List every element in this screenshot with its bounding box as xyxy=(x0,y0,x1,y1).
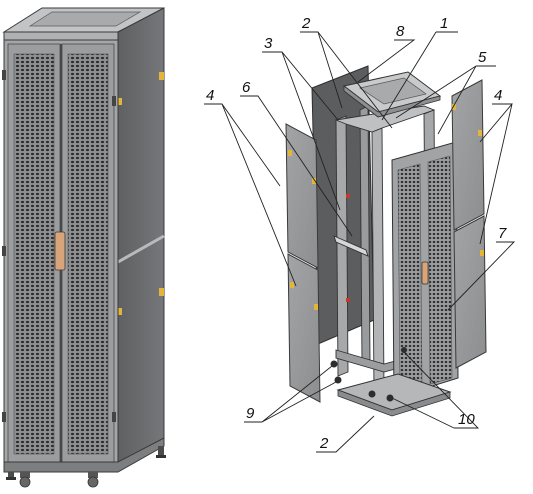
frame-rear-upright xyxy=(359,105,371,365)
side-latch-front-lower xyxy=(118,308,122,315)
callout-2-bottom: 2 xyxy=(319,435,329,452)
callout-7: 7 xyxy=(498,225,507,242)
leader-10 xyxy=(391,351,480,429)
base-cable-hole-3 xyxy=(401,347,407,353)
leader-2-bottom xyxy=(316,415,375,453)
hinge-right-top xyxy=(112,96,116,106)
callout-1: 1 xyxy=(440,15,448,32)
caster-front-right xyxy=(87,472,99,488)
leveling-foot-front-left xyxy=(6,472,16,480)
front-door-mesh-right xyxy=(427,155,453,385)
leveling-foot-rear-right xyxy=(156,446,166,458)
hinge-bottom xyxy=(2,412,6,422)
leader-4-right xyxy=(479,103,513,245)
callout-6: 6 xyxy=(242,79,251,96)
exploded-view xyxy=(285,65,487,417)
front-door-handle xyxy=(421,261,429,285)
leader-9 xyxy=(244,365,337,423)
left-panel-latch-2 xyxy=(312,178,316,184)
callout-10: 10 xyxy=(458,411,475,428)
top-cover-rim xyxy=(343,85,441,118)
frame-mounting-hole-2 xyxy=(346,298,350,302)
leader-8 xyxy=(357,39,416,83)
frame-mounting-hole xyxy=(346,194,350,198)
callout-5: 5 xyxy=(478,49,487,66)
callout-4-right: 4 xyxy=(494,87,502,104)
cabinet-top-front-lip xyxy=(3,31,119,41)
left-side-panel-upper xyxy=(285,123,319,269)
left-panel-latch-3 xyxy=(290,282,294,288)
right-side-panel-upper xyxy=(451,79,485,231)
left-side-panel-lower xyxy=(287,253,321,403)
leader-6 xyxy=(240,95,353,237)
callout-2-top: 2 xyxy=(301,15,311,32)
callout-labels: 1 2 3 8 5 4 6 4 7 9 10 2 xyxy=(206,15,507,452)
caster-front-left xyxy=(19,472,31,488)
base-cable-hole-2 xyxy=(386,394,394,402)
cabinet-top-vent xyxy=(28,11,142,27)
door-leaf-left-mesh xyxy=(13,53,55,455)
base-plinth-rim xyxy=(337,389,451,417)
leader-2-top xyxy=(300,31,393,129)
top-cover-vent xyxy=(359,77,427,105)
side-latch-upper xyxy=(159,72,164,80)
assembled-cabinet xyxy=(2,7,166,488)
frame-left-upright xyxy=(335,115,349,377)
cabinet-side-panel xyxy=(117,7,165,467)
right-panel-latch-3 xyxy=(480,250,484,256)
right-panel-latch-2 xyxy=(478,130,482,136)
leader-1 xyxy=(381,31,458,121)
callout-3: 3 xyxy=(264,35,273,52)
frame-front-upright xyxy=(371,127,385,395)
right-side-panel-lower xyxy=(453,215,487,369)
hinge-middle xyxy=(2,246,6,256)
front-door-mesh-left xyxy=(397,163,423,391)
leader-3 xyxy=(262,51,341,211)
callout-4-left: 4 xyxy=(206,87,214,104)
frame-cross-bar xyxy=(333,235,369,257)
base-cable-hole-1 xyxy=(368,390,376,398)
right-panel-latch-1 xyxy=(452,104,456,110)
leader-lines xyxy=(204,31,516,453)
leader-4-left xyxy=(204,103,297,287)
left-panel-latch-4 xyxy=(314,304,318,310)
side-latch-lower xyxy=(159,288,164,296)
cabinet-side-panel-seam xyxy=(117,234,165,264)
door-leaf-right-mesh xyxy=(67,53,109,455)
hinge-top xyxy=(2,70,6,80)
leader-7 xyxy=(447,241,516,311)
leveling-foot-2 xyxy=(334,376,342,384)
leader-5 xyxy=(395,65,496,135)
hinge-right-bottom xyxy=(112,412,116,422)
leveling-foot-1 xyxy=(330,360,338,368)
left-panel-latch-1 xyxy=(288,150,292,156)
callout-8: 8 xyxy=(396,23,405,40)
callout-9: 9 xyxy=(246,405,255,422)
side-latch-front-upper xyxy=(118,98,122,105)
door-handle xyxy=(54,231,66,271)
